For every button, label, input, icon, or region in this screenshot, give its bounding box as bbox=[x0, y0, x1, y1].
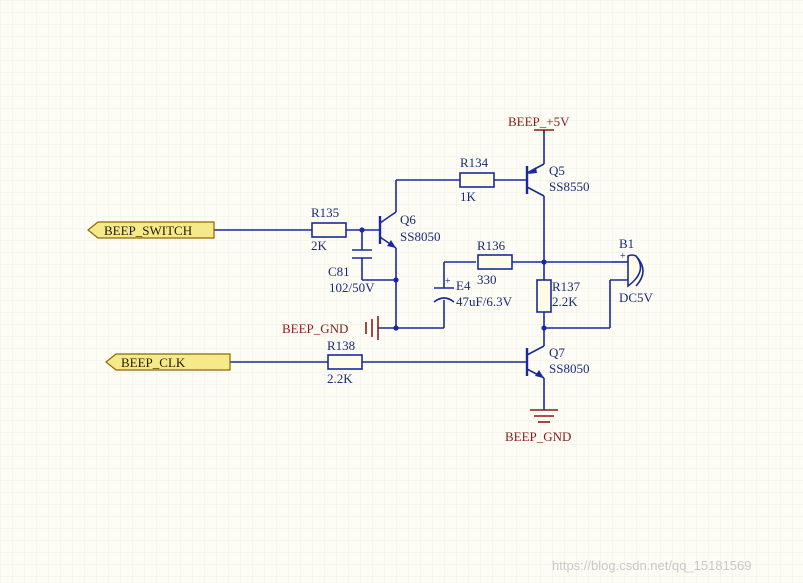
r135-value: 2K bbox=[311, 238, 328, 253]
r137-value: 2.2K bbox=[552, 294, 578, 309]
wires bbox=[214, 130, 612, 410]
transistor-q6[interactable]: Q6 SS8050 bbox=[378, 211, 440, 249]
c81-value: 102/50V bbox=[329, 280, 375, 295]
q6-value: SS8050 bbox=[400, 229, 440, 244]
ground-left[interactable]: BEEP_GND bbox=[282, 316, 379, 340]
transistor-q7[interactable]: Q7 SS8050 bbox=[525, 345, 589, 379]
power-vcc[interactable]: BEEP_+5V bbox=[508, 114, 570, 134]
e4-value: 47uF/6.3V bbox=[456, 294, 513, 309]
b1-polarity: + bbox=[620, 251, 626, 262]
q6-emitter-arrow bbox=[387, 240, 396, 248]
r134-ref: R134 bbox=[460, 155, 489, 170]
q6-ref: Q6 bbox=[400, 212, 416, 227]
resistor-r136[interactable]: R136 330 bbox=[477, 238, 513, 287]
q5-value: SS8550 bbox=[549, 179, 589, 194]
b1-value: DC5V bbox=[619, 290, 654, 305]
capacitor-c81[interactable]: C81 102/50V bbox=[328, 249, 375, 295]
junctions bbox=[359, 227, 547, 331]
port-beep-switch-label: BEEP_SWITCH bbox=[104, 223, 192, 238]
watermark-text: https://blog.csdn.net/qq_15181569 bbox=[552, 558, 752, 573]
q5-emitter-arrow bbox=[528, 167, 537, 174]
c81-ref: C81 bbox=[328, 264, 350, 279]
ground-left-label: BEEP_GND bbox=[282, 321, 348, 336]
r138-value: 2.2K bbox=[327, 371, 353, 386]
b1-ref: B1 bbox=[619, 236, 634, 251]
resistor-r135[interactable]: R135 2K bbox=[311, 205, 347, 253]
resistor-r138[interactable]: R138 2.2K bbox=[327, 338, 363, 386]
resistor-r134[interactable]: R134 1K bbox=[459, 155, 495, 204]
ground-bottom[interactable]: BEEP_GND bbox=[505, 409, 571, 444]
r136-value: 330 bbox=[477, 272, 497, 287]
r137-ref: R137 bbox=[552, 279, 581, 294]
q7-value: SS8050 bbox=[549, 361, 589, 376]
capacitor-e4[interactable]: + E4 47uF/6.3V bbox=[433, 276, 513, 309]
transistor-q5[interactable]: Q5 SS8550 bbox=[525, 163, 589, 197]
r135-ref: R135 bbox=[311, 205, 339, 220]
q7-ref: Q7 bbox=[549, 345, 565, 360]
e4-polarity: + bbox=[445, 276, 451, 287]
q5-ref: Q5 bbox=[549, 163, 565, 178]
r136-ref: R136 bbox=[477, 238, 506, 253]
port-beep-clk-label: BEEP_CLK bbox=[121, 355, 186, 370]
r134-value: 1K bbox=[460, 189, 477, 204]
power-vcc-label: BEEP_+5V bbox=[508, 114, 570, 129]
buzzer-b1[interactable]: + B1 DC5V bbox=[610, 236, 654, 305]
ground-bottom-label: BEEP_GND bbox=[505, 429, 571, 444]
port-beep-switch[interactable]: BEEP_SWITCH bbox=[87, 221, 215, 239]
port-beep-clk[interactable]: BEEP_CLK bbox=[105, 353, 231, 371]
q7-emitter-arrow bbox=[535, 370, 544, 378]
resistor-r137[interactable]: R137 2.2K bbox=[536, 279, 581, 313]
r138-ref: R138 bbox=[327, 338, 355, 353]
e4-ref: E4 bbox=[456, 278, 471, 293]
